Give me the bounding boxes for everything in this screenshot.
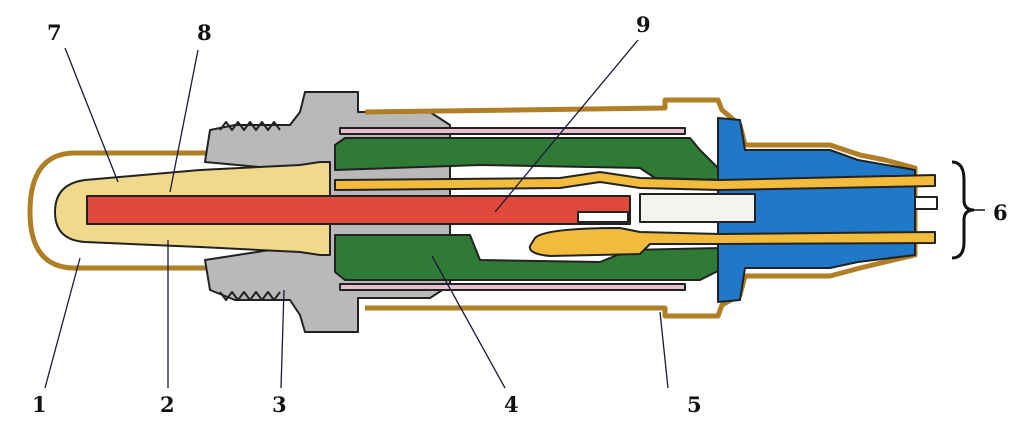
leader-1: [44, 257, 81, 389]
label-4: 4: [504, 392, 519, 417]
label-2: 2: [160, 392, 175, 417]
connector-body: [717, 117, 916, 303]
leader-5: [659, 311, 669, 389]
label-6: 6: [993, 200, 1008, 225]
terminal-lower: [528, 227, 936, 257]
thread-top: [219, 121, 281, 131]
label-8: 8: [197, 20, 212, 45]
label-5: 5: [687, 392, 702, 417]
label-1: 1: [32, 392, 47, 417]
terminal-upper: [334, 171, 936, 191]
leader-4: [431, 255, 506, 389]
connector-gap: [639, 193, 756, 223]
heater-element: [86, 195, 631, 225]
leader-7: [64, 47, 119, 183]
label-7: 7: [47, 20, 62, 45]
heater-slot: [577, 211, 629, 223]
protective-tube: [27, 150, 210, 271]
label-3: 3: [272, 392, 287, 417]
thread-bottom: [219, 291, 281, 301]
liner-bottom: [339, 283, 686, 291]
label-9: 9: [636, 12, 651, 37]
brace-6: [951, 160, 975, 260]
liner-top: [339, 127, 686, 135]
leader-3: [280, 289, 285, 389]
center-pin: [914, 196, 938, 210]
leader-9: [494, 39, 639, 213]
leader-8: [169, 49, 199, 193]
